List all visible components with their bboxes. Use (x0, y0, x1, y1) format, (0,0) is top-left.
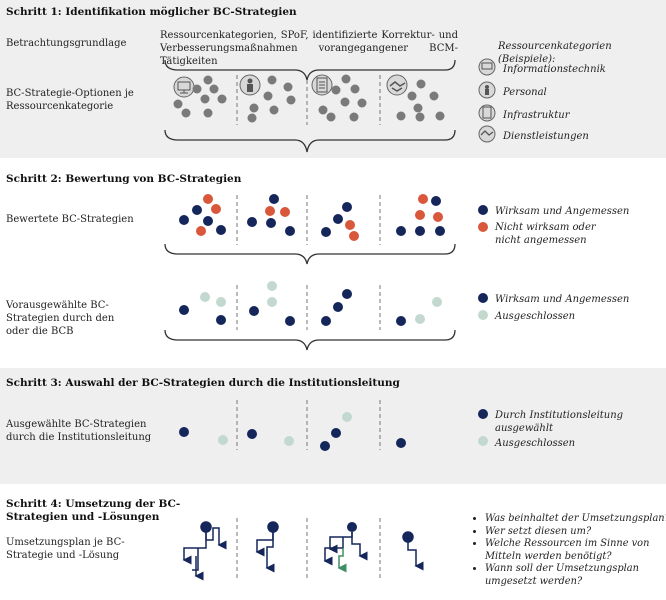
question-list: Was beinhaltet der Umsetzungsplan? Wer s… (475, 513, 666, 588)
rated-label: Bewertete BC-Strategien (6, 214, 134, 225)
legend-sel-excluded: Ausgeschlossen (495, 438, 576, 449)
option-dot (247, 113, 257, 123)
option-dot (181, 108, 191, 118)
option-dot (396, 111, 406, 121)
legend-dot-not-effective (478, 222, 488, 232)
option-dot (203, 75, 213, 85)
computer-icon (173, 76, 195, 98)
person-icon (478, 81, 496, 99)
computer-icon (478, 58, 496, 76)
legend-dot-sel-excluded (478, 436, 488, 446)
option-dot (416, 79, 426, 89)
option-dot (326, 112, 336, 122)
option-dot (349, 112, 359, 122)
implementation-label: Umsetzungsplan je BC-Strategie und -Lösu… (6, 537, 125, 561)
question-item: Wer setzt diesen um? (485, 526, 666, 539)
legend-not-effective: Nicht wirksam oder nicht angemessen (495, 222, 596, 246)
option-dot (435, 111, 445, 121)
step2-brace-2 (164, 329, 456, 351)
step1-bottom-brace (164, 129, 456, 153)
building-icon (478, 104, 496, 122)
implementation-flow-1 (182, 521, 227, 581)
option-dot (318, 105, 328, 115)
step2-panel (0, 168, 666, 356)
implementation-flow-3 (323, 522, 368, 573)
basis-label: Betrachtungsgrundlage (6, 38, 127, 49)
option-dot (350, 84, 360, 94)
selected-label: Ausgewählte BC-Strategien durch die Inst… (6, 419, 152, 443)
options-label: BC-Strategie-Optionen je Ressourcenkateg… (6, 88, 134, 112)
option-dot (209, 84, 219, 94)
step3-panel (0, 368, 666, 484)
option-dot (283, 82, 293, 92)
option-dot (407, 91, 417, 101)
legend-services-label: Dienstleistungen (503, 131, 589, 142)
option-dot (263, 91, 273, 101)
question-item: Was beinhaltet der Umsetzungsplan? (485, 513, 666, 526)
option-dot (192, 84, 202, 94)
legend-dot-selected (478, 409, 488, 419)
legend-effective: Wirksam und Angemessen (495, 206, 630, 217)
legend-infrastructure-label: Infrastruktur (503, 110, 570, 121)
legend-pre-effective: Wirksam und Angemessen (495, 294, 630, 305)
step4-title: Schritt 4: Umsetzung der BC-Strategien u… (6, 498, 181, 523)
option-dot (357, 98, 367, 108)
step2-brace-1 (164, 243, 456, 265)
handshake-icon (478, 125, 496, 143)
step1-title: Schritt 1: Identifikation möglicher BC-S… (6, 6, 297, 18)
option-dot (429, 91, 439, 101)
rated-dots (179, 194, 445, 241)
option-dot (341, 74, 351, 84)
option-dot (331, 85, 341, 95)
option-dot (203, 108, 213, 118)
legend-dot-effective (478, 205, 488, 215)
option-dot (340, 97, 350, 107)
question-item: Wann soll der Umsetzungsplan umgesetzt w… (485, 563, 666, 588)
option-dot (249, 103, 259, 113)
implementation-flow-2 (255, 521, 279, 573)
option-dot (200, 94, 210, 104)
step1-panel (0, 0, 666, 158)
option-dot (269, 105, 279, 115)
legend-it-label: Informationstechnik (503, 64, 606, 75)
implementation-flow-4 (402, 531, 424, 571)
preselected-label: Vorausgewählte BC-Strategien durch den o… (6, 300, 115, 337)
legend-dot-pre-effective (478, 293, 488, 303)
person-icon (239, 74, 261, 96)
question-item: Welche Ressourcen im Sinne von Mitteln w… (485, 538, 666, 563)
building-icon (311, 74, 333, 96)
basis-header: Ressourcenkategorien, SPoF, identifizier… (160, 30, 458, 67)
handshake-icon (386, 74, 408, 96)
legend-dot-pre-excluded (478, 310, 488, 320)
legend-personnel-label: Personal (503, 87, 547, 98)
preselected-dots (179, 281, 442, 326)
option-dot (267, 75, 277, 85)
step3-title: Schritt 3: Auswahl der BC-Strategien dur… (6, 377, 400, 389)
category-legend-title: Ressourcenkategorien (Beispiele): (498, 41, 612, 65)
option-dot (217, 94, 227, 104)
selected-dots (179, 412, 406, 451)
legend-selected: Durch Institutionsleitung ausgewählt (495, 410, 624, 434)
option-dot (415, 112, 425, 122)
legend-pre-excluded: Ausgeschlossen (495, 311, 576, 322)
step2-title: Schritt 2: Bewertung von BC-Strategien (6, 173, 242, 185)
option-dot (286, 95, 296, 105)
option-dot (413, 103, 423, 113)
option-dot (173, 99, 183, 109)
